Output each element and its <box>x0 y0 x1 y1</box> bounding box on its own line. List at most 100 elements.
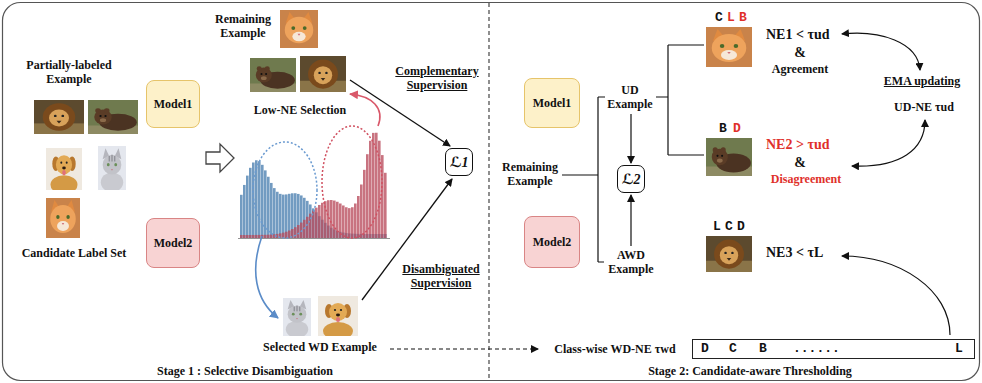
dog-image <box>318 296 358 340</box>
input-caption: Candidate Label Set <box>22 246 127 260</box>
histogram-bar <box>315 208 318 238</box>
plot-title: Low-NE Selection <box>254 103 346 117</box>
orange-cat-image <box>46 198 80 238</box>
condition-text: & <box>794 45 806 62</box>
condition-text: NE1 < τud <box>766 27 829 44</box>
node-label: Model2 <box>154 236 193 251</box>
stage-title: Stage 1 : Selective Disambiguation <box>157 364 333 378</box>
red-curved-arrow <box>350 94 380 126</box>
histogram-bar <box>291 193 294 238</box>
ema-arrow <box>852 120 925 166</box>
group-caption: Remaining Example <box>212 12 274 41</box>
loss-box: ℒ2 <box>617 165 645 193</box>
histogram-bar <box>306 201 309 238</box>
outer-frame <box>3 3 980 381</box>
histogram-bar <box>252 235 255 238</box>
histogram-bar <box>345 207 348 238</box>
histogram-bar <box>270 234 273 238</box>
condition-text: & <box>794 155 806 172</box>
dashed-arrow <box>390 348 538 349</box>
histogram-bar <box>258 235 261 238</box>
histogram-bar <box>297 194 300 238</box>
condition-text: NE3 < τL <box>766 245 823 262</box>
histogram-bar <box>258 161 261 238</box>
candidate-letter: B <box>719 121 727 137</box>
histogram-bar <box>294 193 297 238</box>
histogram-bar <box>303 198 306 238</box>
class-letter: ...... <box>793 341 840 356</box>
histogram-bar <box>348 208 351 238</box>
blue-curved-arrow <box>256 236 278 318</box>
orange-cat-image <box>280 10 318 48</box>
candidate-letter: B <box>739 10 747 26</box>
group-caption: UD Example <box>606 83 654 112</box>
model-box: Model1 <box>524 78 580 128</box>
candidate-letter: C <box>715 10 723 26</box>
arrow-label: Disambiguated Supervision <box>398 262 484 291</box>
bear-image <box>250 58 296 92</box>
node-label: Model2 <box>533 235 572 250</box>
condition-text: NE2 > τud <box>766 137 829 154</box>
bear-image <box>88 100 138 134</box>
histogram-bar <box>369 141 372 238</box>
histogram-bar <box>357 196 360 238</box>
group-caption: AWD Example <box>605 248 657 277</box>
arrow-label: Complementary Supervision <box>394 64 480 93</box>
low-ne-region <box>253 142 317 238</box>
group-caption: Remaining Example <box>499 160 561 189</box>
histogram-bar <box>246 235 249 238</box>
model-box: Model2 <box>146 218 200 268</box>
candidate-letter: C <box>725 219 733 235</box>
condition-text: Disagreement <box>771 172 841 186</box>
candidate-letter: L <box>727 10 735 26</box>
class-letter: L <box>955 341 963 356</box>
histogram-bar <box>264 235 267 238</box>
ud-to-loss-arrow <box>630 114 631 163</box>
histogram-bar <box>276 192 279 238</box>
histogram-bar <box>240 235 243 238</box>
histogram-bar <box>246 176 249 238</box>
histogram-bar <box>285 194 288 238</box>
awd-to-loss-arrow <box>630 195 631 246</box>
lion-image <box>300 56 346 92</box>
condition-text: Agreement <box>772 62 828 76</box>
histogram-bar <box>384 173 387 238</box>
grey-cat-image <box>98 146 126 192</box>
hollow-arrow <box>206 144 234 172</box>
histogram-bar <box>273 188 276 238</box>
histogram-bar <box>363 170 366 238</box>
histogram-bar <box>318 205 321 238</box>
ud-bracket <box>656 45 704 155</box>
histogram-bar <box>243 185 246 238</box>
histogram-bar <box>321 203 324 238</box>
class-letter: D <box>701 341 709 356</box>
node-label: ℒ1 <box>450 154 469 171</box>
histogram-bar <box>255 235 258 238</box>
dog-image <box>46 148 82 194</box>
node-label: Model1 <box>154 97 193 112</box>
histogram-bar <box>270 183 273 238</box>
histogram-bar <box>249 235 252 238</box>
candidate-letter: D <box>737 219 745 235</box>
histogram-bar <box>261 165 264 238</box>
node-label: Model1 <box>533 96 572 111</box>
ema-arrow <box>842 33 920 70</box>
histogram <box>240 133 387 238</box>
histogram-bar <box>339 203 342 238</box>
loss-box: ℒ1 <box>445 148 473 176</box>
group-caption: Selected WD Example <box>263 340 377 354</box>
histogram-bar <box>354 203 357 238</box>
threshold-bar: DCB......L <box>692 339 975 359</box>
orange-cat-image <box>706 27 752 67</box>
lion-image <box>706 236 752 272</box>
histogram-bar <box>288 194 291 238</box>
histogram-bar <box>240 195 243 238</box>
histogram-bar <box>279 194 282 238</box>
histogram-bar <box>333 201 336 238</box>
stage-title: Stage 2: Candidate-aware Thresholding <box>648 364 852 378</box>
histogram-bar <box>342 205 345 238</box>
lion-image <box>34 100 84 134</box>
histogram-bar <box>243 235 246 238</box>
